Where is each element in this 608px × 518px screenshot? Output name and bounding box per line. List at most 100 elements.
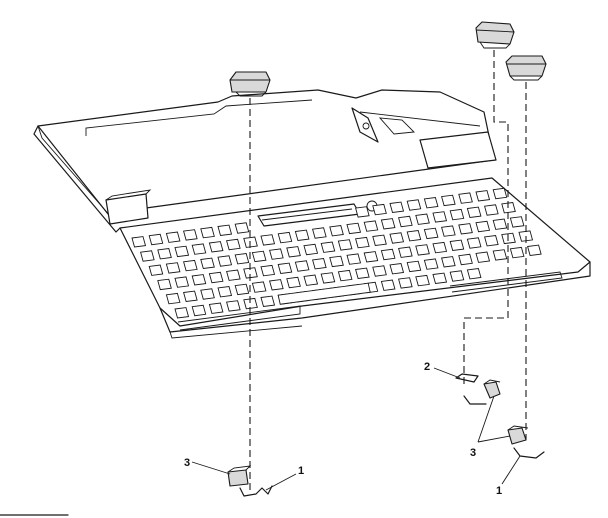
key	[398, 246, 413, 258]
key	[372, 265, 387, 277]
key	[484, 235, 499, 247]
key	[294, 260, 310, 272]
spring-clip-right	[455, 373, 487, 405]
key	[148, 264, 164, 276]
key	[458, 223, 473, 235]
key	[372, 203, 387, 216]
key	[337, 269, 353, 282]
key	[337, 239, 353, 251]
key	[380, 248, 396, 261]
key	[492, 218, 508, 230]
key	[458, 192, 473, 204]
key	[372, 234, 387, 246]
key	[226, 300, 241, 312]
key	[441, 256, 456, 268]
key	[389, 232, 405, 244]
key	[157, 248, 172, 260]
key	[269, 248, 284, 260]
key	[432, 211, 448, 223]
callout-leaders	[191, 367, 521, 491]
key	[346, 253, 362, 265]
key	[243, 297, 258, 310]
key	[509, 246, 525, 259]
key	[208, 241, 224, 253]
key	[312, 258, 327, 270]
key	[389, 263, 405, 275]
key	[174, 307, 190, 319]
key	[406, 230, 422, 242]
key	[148, 233, 164, 246]
rubber-foot-top-right-lower	[505, 55, 547, 81]
key	[363, 220, 379, 232]
foot-pad-right-mid	[483, 379, 501, 399]
key	[260, 264, 276, 277]
key	[380, 218, 396, 230]
key	[466, 206, 482, 218]
foot-clip-left	[227, 465, 273, 497]
key	[423, 197, 439, 209]
callout-2: 2	[424, 361, 430, 373]
callout-1-left: 1	[298, 465, 304, 477]
rubber-foot-top-center	[229, 71, 271, 97]
key	[475, 251, 491, 263]
key	[269, 279, 284, 291]
key	[475, 190, 491, 202]
key	[320, 272, 336, 284]
key	[234, 253, 250, 265]
key	[277, 262, 293, 274]
key	[363, 251, 379, 263]
key	[449, 270, 465, 282]
key	[234, 222, 250, 234]
key	[389, 201, 405, 213]
callout-3-left: 3	[184, 457, 190, 469]
key	[423, 227, 439, 240]
key	[200, 226, 215, 239]
key	[406, 199, 422, 211]
callout-3-right: 3	[470, 447, 476, 459]
key	[329, 255, 344, 268]
key	[492, 249, 508, 261]
key	[320, 241, 336, 253]
key	[191, 304, 207, 317]
key-grid	[131, 187, 542, 319]
key	[355, 206, 370, 218]
key	[131, 236, 147, 248]
key	[355, 267, 370, 279]
key	[441, 225, 456, 237]
key	[234, 283, 250, 296]
key	[312, 227, 327, 239]
key	[449, 208, 465, 221]
key	[183, 290, 198, 302]
key	[251, 250, 267, 263]
key	[217, 224, 233, 236]
key	[174, 276, 190, 288]
key	[200, 257, 215, 269]
key	[303, 243, 319, 256]
key	[191, 274, 207, 286]
key	[415, 274, 430, 287]
key	[380, 279, 396, 291]
key	[191, 243, 207, 255]
key	[165, 292, 181, 305]
key	[226, 269, 241, 281]
keyboard-housing	[33, 89, 591, 339]
key	[217, 286, 233, 298]
key	[432, 241, 448, 254]
key	[286, 276, 301, 289]
key	[200, 288, 215, 300]
key	[449, 239, 465, 251]
foot-clip-right	[513, 447, 545, 459]
key	[183, 259, 198, 272]
key	[509, 216, 525, 228]
key	[329, 225, 344, 237]
key	[183, 229, 198, 241]
key	[294, 229, 310, 241]
key	[355, 236, 370, 249]
key	[277, 231, 293, 244]
key	[441, 194, 456, 207]
key	[492, 187, 508, 200]
key	[475, 220, 491, 233]
key	[243, 267, 258, 279]
